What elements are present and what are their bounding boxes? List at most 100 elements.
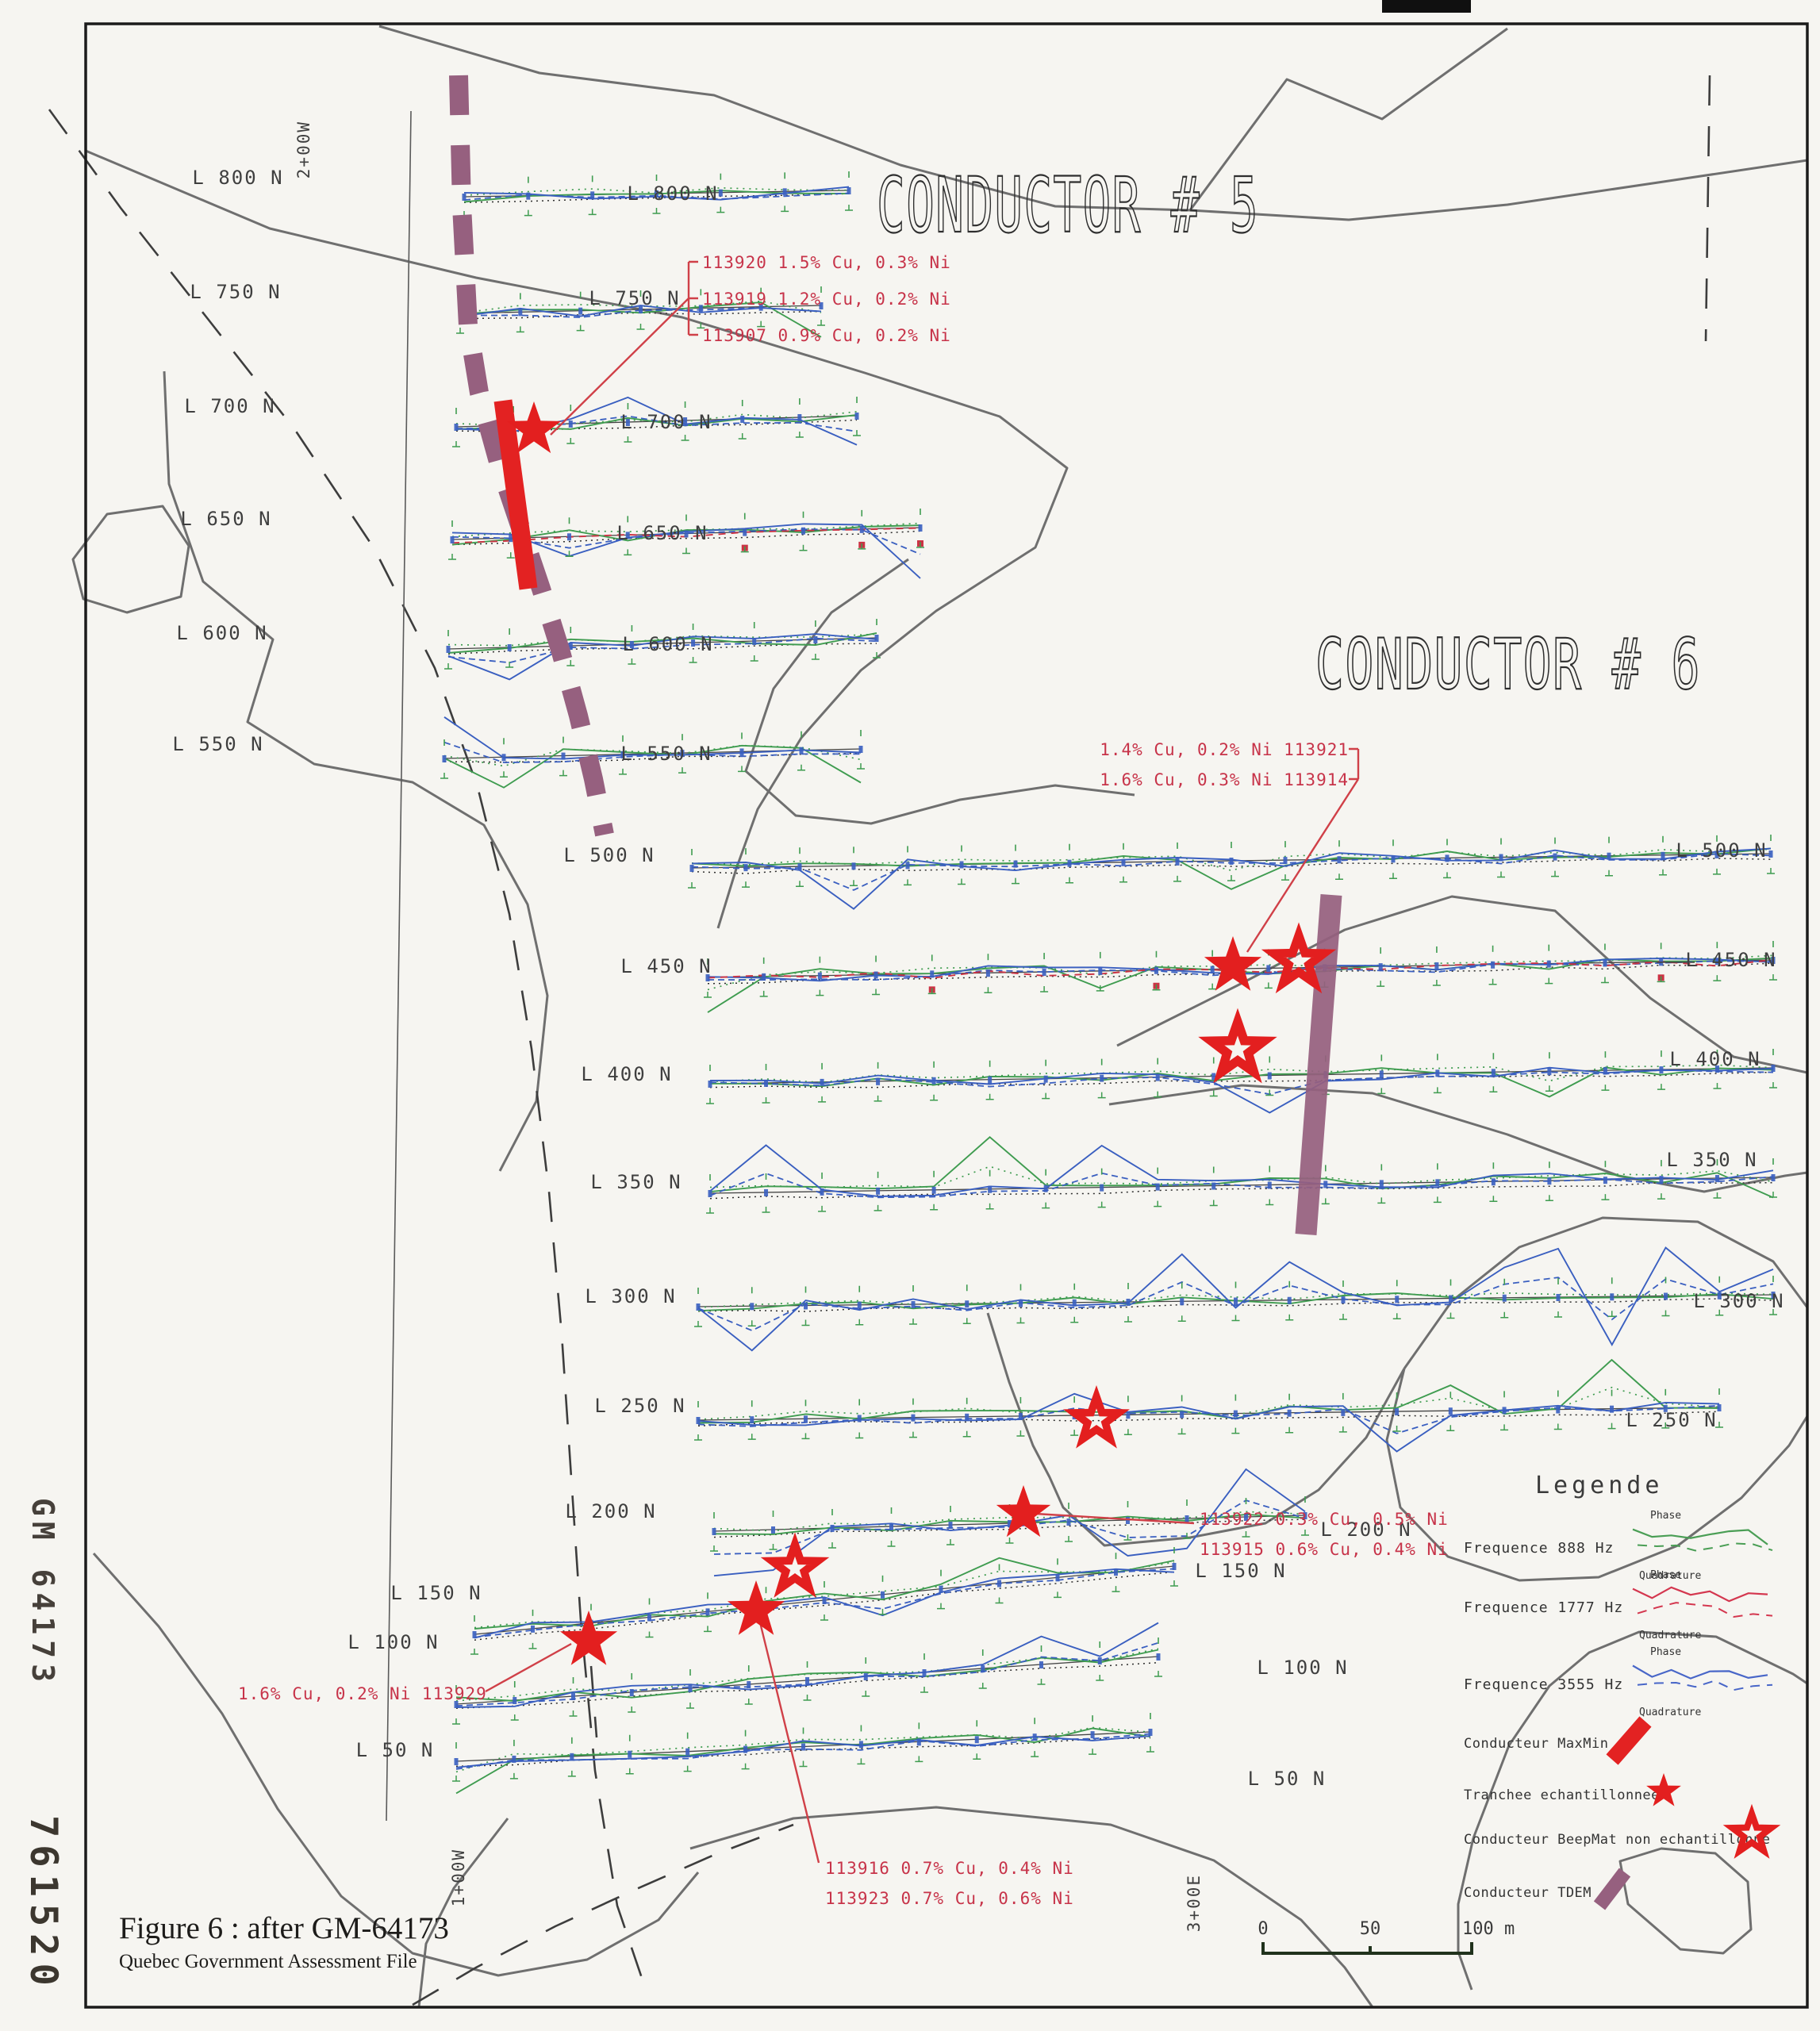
station-tick-bottom [1551, 870, 1559, 877]
annotation-leader [485, 1642, 572, 1693]
station-mark-blue [1659, 1176, 1664, 1184]
geology-contour [1472, 1630, 1808, 1839]
legend-maxmin-bar [1606, 1716, 1652, 1765]
station-tick-bottom [509, 1772, 518, 1780]
station-mark-blue [1717, 1404, 1722, 1411]
station-mark-blue [762, 973, 766, 981]
station-tick-bottom [1769, 1082, 1777, 1088]
station-tick-bottom [1659, 869, 1667, 876]
station-mark-blue [1395, 1296, 1400, 1303]
station-tick-bottom [1227, 875, 1235, 881]
station-mark-blue [568, 643, 573, 650]
station-tick-bottom [857, 1758, 866, 1765]
station-tick-bottom [1042, 1092, 1050, 1100]
station-tick-bottom [920, 1687, 928, 1693]
station-mark-blue [1287, 1296, 1292, 1304]
line-label-L-350-N-left: L 350 N [590, 1171, 682, 1193]
figure-caption-title: Figure 6 : after GM-64173 [119, 1911, 449, 1945]
station-tick-bottom [747, 1320, 756, 1326]
station-mark-blue [739, 748, 744, 756]
station-mark-blue [513, 1697, 517, 1704]
station-tick-bottom [1152, 984, 1161, 991]
station-mark-blue [1067, 859, 1072, 867]
station-tick-bottom [1016, 1430, 1025, 1437]
legend-symbol-label: Conducteur MaxMin [1464, 1736, 1609, 1752]
station-mark-blue [1449, 1295, 1453, 1303]
station-mark-blue [1603, 959, 1607, 967]
station-mark-blue [1267, 1072, 1272, 1080]
station-tick-bottom [845, 205, 853, 211]
station-tick-bottom [686, 1703, 694, 1709]
station-mark-blue [570, 1753, 574, 1760]
station-tick-bottom [1066, 877, 1073, 884]
line-location [709, 1067, 1774, 1085]
station-mark-blue [1185, 1515, 1189, 1522]
survey-line-L-400-N: L 400 NL 400 N [581, 1048, 1777, 1114]
assay-annotation: 113915 0.6% Cu, 0.4% Ni [1200, 1540, 1449, 1559]
assay-annotation: 1.4% Cu, 0.2% Ni 113921 [1100, 740, 1349, 759]
line-label-L-700-N-right: L 700 N [620, 411, 712, 433]
station-mark-blue [446, 646, 451, 653]
legend-phase-curve [1632, 1528, 1768, 1545]
em-profile-3555-quadrature [697, 1277, 1774, 1332]
station-tick-bottom [1209, 1090, 1218, 1097]
station-tick-bottom [740, 546, 749, 553]
station-tick-bottom [470, 1649, 478, 1655]
station-mark-blue [905, 862, 910, 870]
em-profile-dark-dotted [691, 858, 1772, 874]
station-tick-bottom [1170, 1580, 1178, 1587]
station-tick-bottom [1601, 1085, 1610, 1091]
station-tick-bottom [797, 764, 805, 771]
line-label-L-600-N-right: L 600 N [622, 633, 713, 655]
legend-symbol-label: Conducteur BeepMat non echantillonne [1464, 1832, 1770, 1848]
station-tick-bottom [510, 1714, 519, 1721]
station-mark-blue [684, 530, 689, 538]
station-mark-blue [1379, 1070, 1384, 1078]
station-mark-blue [797, 414, 802, 421]
station-tick-bottom [1040, 986, 1049, 992]
station-tick-bottom [1715, 1309, 1724, 1316]
station-mark-blue [817, 972, 822, 980]
station-mark-blue [685, 1748, 690, 1756]
station-tick-bottom [738, 433, 747, 440]
station-mark-blue [854, 413, 859, 420]
station-mark-blue [1556, 1406, 1561, 1414]
interpreted-contact-dashed [589, 1665, 598, 1738]
station-tick-bottom [500, 771, 508, 778]
station-tick-bottom [1769, 974, 1777, 981]
station-mark-blue [1714, 958, 1719, 966]
station-mark-blue [639, 306, 643, 313]
station-mark-blue [1659, 1066, 1664, 1074]
station-tick-bottom [1154, 1091, 1162, 1098]
station-mark-blue [1043, 1184, 1048, 1192]
station-mark-blue [1714, 1175, 1719, 1183]
scan-artifact-bar [1382, 0, 1471, 13]
station-tick-bottom [801, 1319, 810, 1326]
station-tick-bottom [946, 1539, 954, 1545]
station-mark-blue [1043, 1075, 1048, 1083]
station-tick-bottom [1265, 1199, 1274, 1206]
station-tick-bottom [1070, 1316, 1079, 1323]
interpreted-contact-dashed [412, 1823, 794, 2006]
beepmat-conductor-star-open [1198, 1008, 1277, 1084]
station-mark-blue [1180, 1411, 1185, 1419]
station-mark-blue [797, 863, 802, 871]
station-tick-bottom [1446, 1312, 1455, 1319]
station-mark-blue [851, 862, 856, 870]
line-label-L-400-N-left: L 400 N [581, 1063, 672, 1085]
station-mark-blue [1378, 963, 1383, 971]
station-mark-blue [1287, 1409, 1292, 1417]
station-mark-blue [1435, 1069, 1440, 1077]
station-mark-blue [590, 191, 595, 199]
station-mark-blue [561, 752, 566, 760]
station-tick-bottom [930, 1204, 939, 1211]
scale-bar-line [1261, 1942, 1473, 1955]
legend-tdem-bar [1593, 1868, 1631, 1910]
survey-line-L-350-N: L 350 NL 350 N [590, 1136, 1777, 1214]
station-mark-blue [1448, 1407, 1453, 1415]
station-label: 3+00E [1185, 1874, 1204, 1932]
station-mark-blue [1156, 1653, 1161, 1661]
